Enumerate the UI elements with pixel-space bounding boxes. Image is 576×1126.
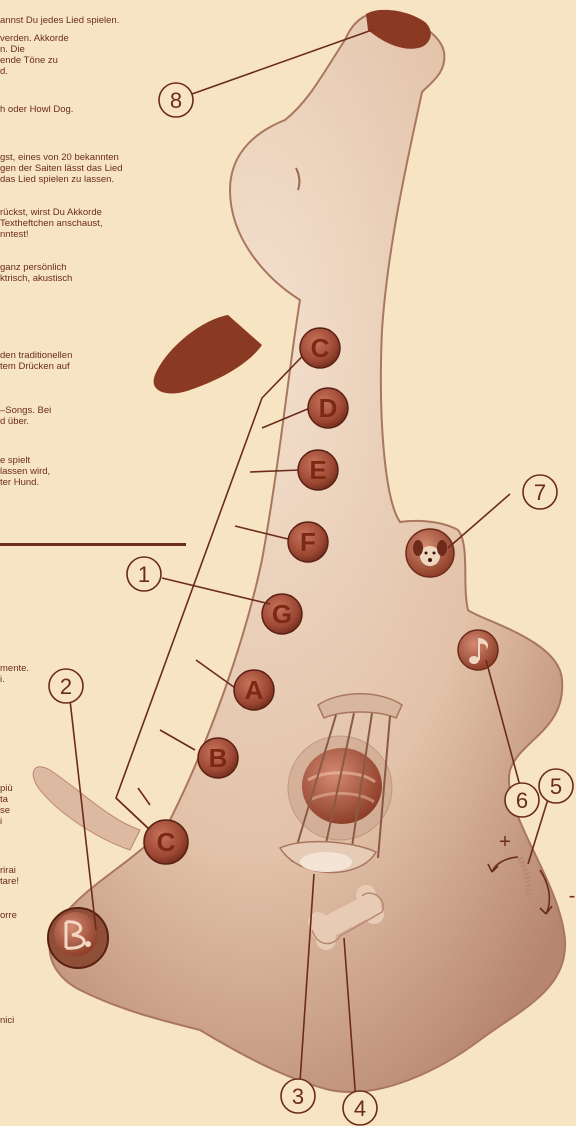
callout-number: 3 xyxy=(292,1084,304,1109)
key-c-bottom[interactable]: C xyxy=(144,820,188,864)
callout-8: 8 xyxy=(159,83,193,117)
callout-number: 4 xyxy=(354,1096,366,1121)
callout-5: 5 xyxy=(539,769,573,803)
key-f[interactable]: F xyxy=(288,522,328,562)
dog-face-button[interactable] xyxy=(406,529,454,577)
key-label: A xyxy=(245,675,264,705)
callout-3: 3 xyxy=(281,1079,315,1113)
key-label: G xyxy=(272,599,292,629)
volume-minus-label: - xyxy=(569,885,576,907)
callout-number: 1 xyxy=(138,562,150,587)
key-label: C xyxy=(157,827,176,857)
callout-4: 4 xyxy=(343,1091,377,1125)
key-label: D xyxy=(319,393,338,423)
callout-2: 2 xyxy=(49,669,83,703)
key-d[interactable]: D xyxy=(308,388,348,428)
callout-6: 6 xyxy=(505,783,539,817)
callout-number: 7 xyxy=(534,480,546,505)
volume-plus-label: + xyxy=(499,831,511,853)
callout-7: 7 xyxy=(523,475,557,509)
b-logo-button[interactable] xyxy=(48,908,108,968)
key-label: E xyxy=(309,455,326,485)
callout-1: 1 xyxy=(127,557,161,591)
music-note-button[interactable] xyxy=(458,630,498,670)
key-label: F xyxy=(300,527,316,557)
key-b[interactable]: B xyxy=(198,738,238,778)
callout-number: 2 xyxy=(60,674,72,699)
key-a[interactable]: A xyxy=(234,670,274,710)
key-e[interactable]: E xyxy=(298,450,338,490)
key-c-top[interactable]: C xyxy=(300,328,340,368)
key-g[interactable]: G xyxy=(262,594,302,634)
dog-tail xyxy=(33,767,140,850)
callout-number: 6 xyxy=(516,788,528,813)
dog-ear xyxy=(154,315,262,394)
callout-number: 5 xyxy=(550,774,562,799)
key-label: C xyxy=(311,333,330,363)
key-label: B xyxy=(209,743,228,773)
callout-number: 8 xyxy=(170,88,182,113)
